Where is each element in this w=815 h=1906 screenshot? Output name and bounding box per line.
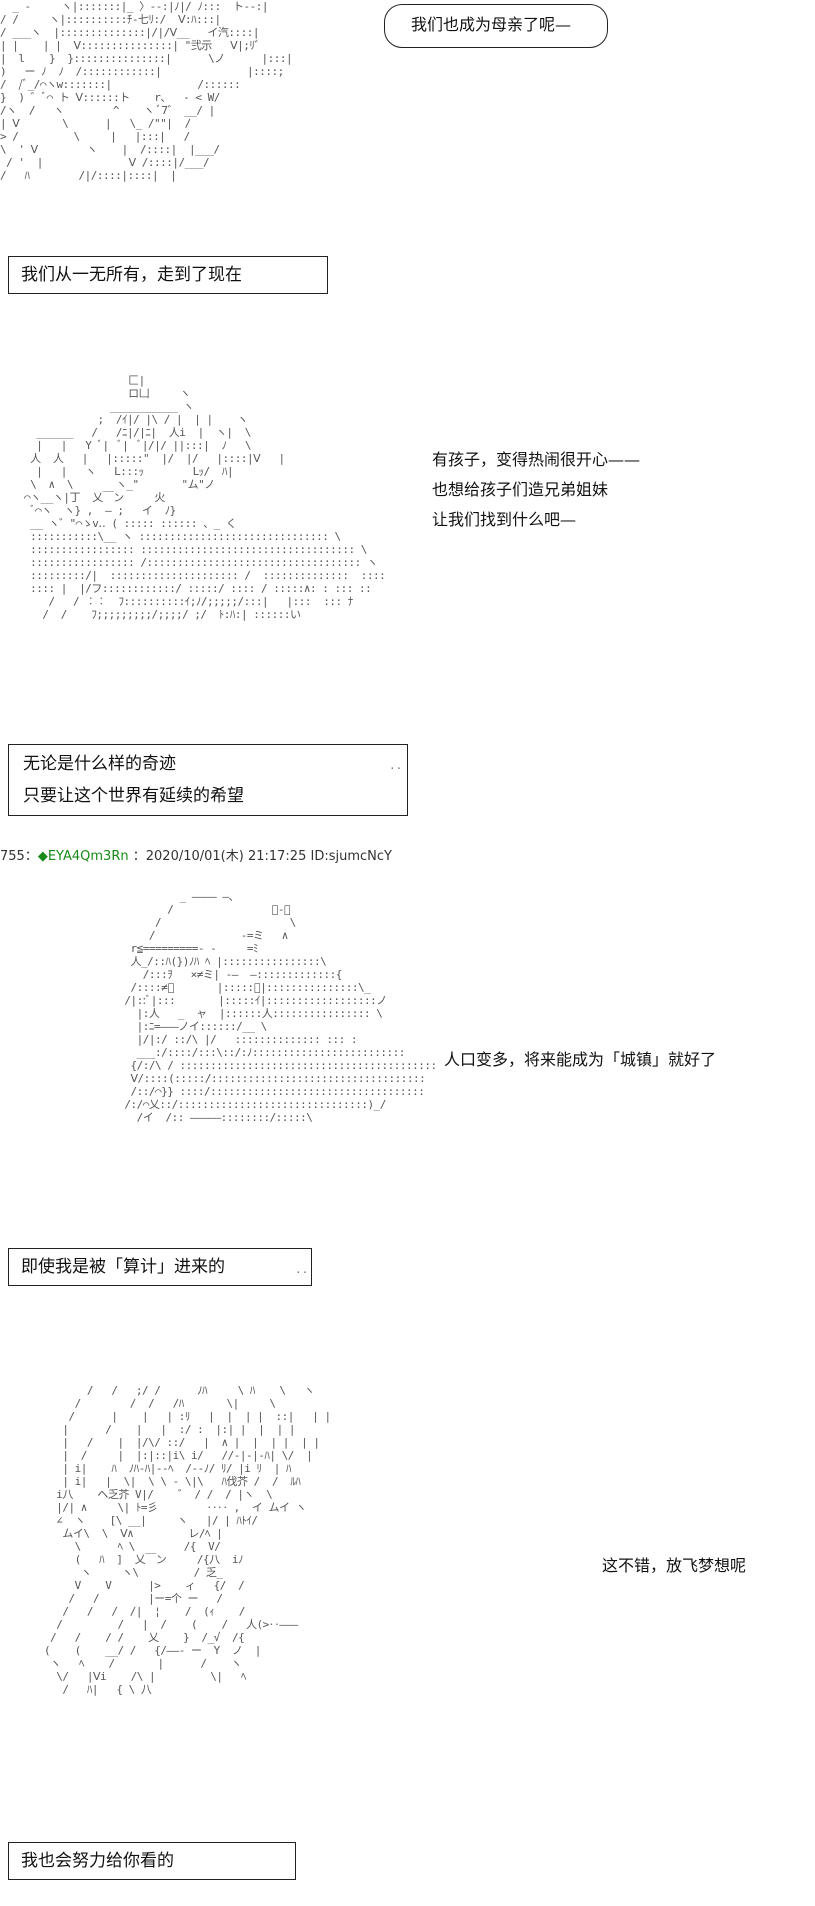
side-line-1: 有孩子，变得热闹很开心——	[432, 450, 641, 469]
caption-text: 即使我是被「算计」进来的	[21, 1257, 225, 1277]
side-text-panel3: 人口变多，将来能成为「城镇」就好了	[444, 1050, 717, 1069]
ascii-art-panel4: / / ;/ / ﾉﾊ \ ﾊ \ ヽ / / / /ﾊ \| \ / | | …	[44, 1384, 331, 1696]
caption-dots: ..	[389, 759, 403, 772]
speech-bubble-text: 我们也成为母亲了呢—	[411, 15, 572, 34]
caption-box-panel4: 我也会努力给你看的	[8, 1842, 296, 1880]
post-id: ID:sjumcNcY	[310, 849, 392, 864]
post-separator: ：	[24, 849, 38, 864]
caption-line-2: 只要让这个世界有延续的希望	[23, 786, 244, 806]
post-number: 755	[0, 849, 25, 864]
post-date: 2020/10/01(木) 21:17:25	[145, 849, 307, 864]
caption-box-panel2: 无论是什么样的奇迹 只要让这个世界有延续的希望 ..	[8, 744, 408, 816]
ascii-art-panel2: 匚| ロ凵 ヽ ___________ ヽ ; /ｲ|/ |\ / | | | …	[24, 374, 386, 621]
side-line-2: 也想给孩子们造兄弟姐妹	[432, 480, 609, 499]
caption-box-panel3: 即使我是被「算计」进来的 ..	[8, 1248, 312, 1286]
post-trip: ◆EYA4Qm3Rn	[37, 849, 129, 864]
caption-text: 我也会努力给你看的	[21, 1851, 174, 1871]
ascii-art-panel1: _ - ヽ|:::::::|_ 〉--:|ﾉ|/ ﾉ::: ト--:| / / …	[0, 0, 293, 182]
side-line-3: 让我们找到什么吧—	[432, 510, 577, 529]
caption-dots: ..	[295, 1263, 309, 1276]
caption-text: 我们从一无所有，走到了现在	[21, 265, 242, 285]
ascii-art-panel3: _ ―――― ―、 / ﾞ‐、 / \ / -=ミ ∧ r≦=========-…	[124, 890, 437, 1124]
post-header: 755：◆EYA4Qm3Rn ：2020/10/01(木) 21:17:25 I…	[0, 845, 392, 864]
side-text-panel4: 这不错，放飞梦想呢	[602, 1556, 747, 1575]
speech-bubble-panel1: 我们也成为母亲了呢—	[384, 4, 608, 48]
caption-line-1: 无论是什么样的奇迹	[23, 754, 176, 774]
caption-box-panel1: 我们从一无所有，走到了现在	[8, 256, 328, 294]
post-separator-2: ：	[132, 849, 146, 864]
